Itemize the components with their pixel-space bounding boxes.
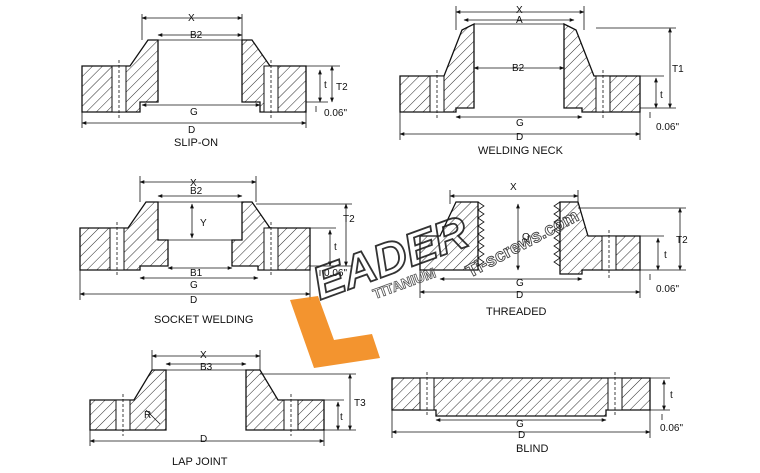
dim-label: B1 [190,268,203,279]
dim-label: T3 [354,398,366,409]
caption-socket-welding: SOCKET WELDING [154,314,253,326]
dim-label: Y [200,218,207,229]
dim-label: D [516,290,523,301]
blind-flange: G D t 0.06" BLIND [391,372,683,455]
dim-label: t [660,90,663,101]
dim-label: T2 [676,235,688,246]
dim-label: D [188,125,195,136]
dim-label: G [516,419,524,430]
dim-label: A [516,15,523,26]
dim-label: Q [522,232,530,243]
threaded-flange: X Q G D T2 t 0.06" THREADED [419,182,688,318]
dim-label: R [144,410,151,421]
dim-label: X [510,182,517,193]
dim-label: T1 [672,64,684,75]
dim-label: G [190,107,198,118]
watermark-logo: EADER TITANIUM Ti-screws.com [290,205,582,368]
welding-neck-flange: X A B2 G D T1 t 0.06" WELDING NECK [399,5,684,157]
slip-on-flange: X B2 G D T2 t 0.06" SLIP-ON [81,13,348,149]
caption-lap-joint: LAP JOINT [172,456,228,468]
dim-label: B2 [190,30,203,41]
dim-label: G [516,278,524,289]
dim-label: X [200,350,207,361]
dim-label: 0.06" [656,284,679,295]
dim-label: T2 [336,82,348,93]
dim-label: t [334,242,337,253]
dim-label: t [340,412,343,423]
dim-label: B2 [190,186,203,197]
dim-label: X [190,178,197,189]
dim-label: G [190,280,198,291]
dim-label: G [516,118,524,129]
dim-label: B2 [512,63,525,74]
lap-joint-flange: X B3 R D T3 t LAP JOINT [89,350,366,468]
dim-label: X [188,13,195,24]
socket-welding-flange: X B2 Y B1 G D T2 t 0.06" SOCKET WELDING [79,176,355,326]
dim-label: 0.06" [324,108,347,119]
dim-label: B3 [200,362,213,373]
dim-label: D [200,434,207,445]
logo-l-mark [290,296,380,368]
dim-label: t [670,390,673,401]
dim-label: D [190,295,197,306]
dim-label: D [516,132,523,143]
dim-label: X [516,5,523,16]
caption-threaded: THREADED [486,306,547,318]
caption-welding-neck: WELDING NECK [478,145,564,157]
dim-label: D [518,430,525,441]
dim-label: 0.06" [660,423,683,434]
dim-label: T2 [343,214,355,225]
dim-label: t [324,80,327,91]
dim-label: 0.06" [656,122,679,133]
caption-slip-on: SLIP-ON [174,137,218,149]
dim-label: 0.06" [324,268,347,279]
caption-blind: BLIND [516,443,548,455]
dim-label: t [664,250,667,261]
